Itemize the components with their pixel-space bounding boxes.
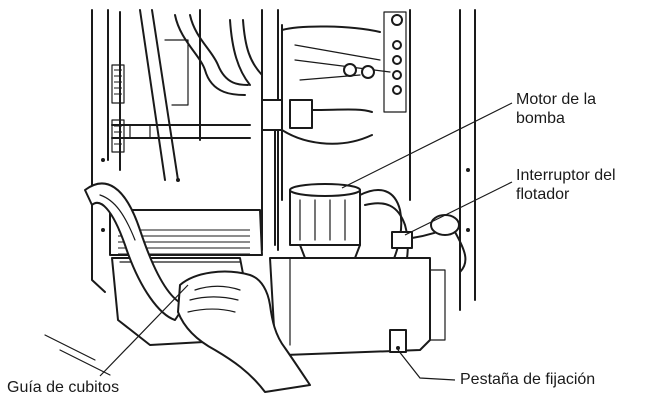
hand <box>177 270 311 393</box>
pipe-fittings <box>261 63 375 131</box>
pump-motor-label: Motor de la bomba <box>516 91 597 127</box>
cube-guide-leader <box>99 284 189 377</box>
control-column <box>383 11 407 113</box>
hoses <box>174 14 263 96</box>
floor-lines <box>44 334 111 376</box>
float-switch-leader <box>404 181 513 236</box>
cube-guide-label: Guía de cubitos <box>7 379 120 396</box>
horizontal-pipe <box>111 124 251 139</box>
vertical-rails <box>139 9 189 182</box>
leader-lines <box>99 102 513 381</box>
float-switch-label: Interruptor del flotador <box>516 167 616 203</box>
pump-motor <box>289 183 361 259</box>
pump-motor-leader <box>341 102 513 189</box>
fixing-tab-leader <box>397 349 456 381</box>
float-switch <box>391 214 467 273</box>
fixing-tab <box>389 329 407 353</box>
water-box <box>269 257 446 356</box>
fixing-tab-label: Pestaña de fijación <box>460 371 596 388</box>
